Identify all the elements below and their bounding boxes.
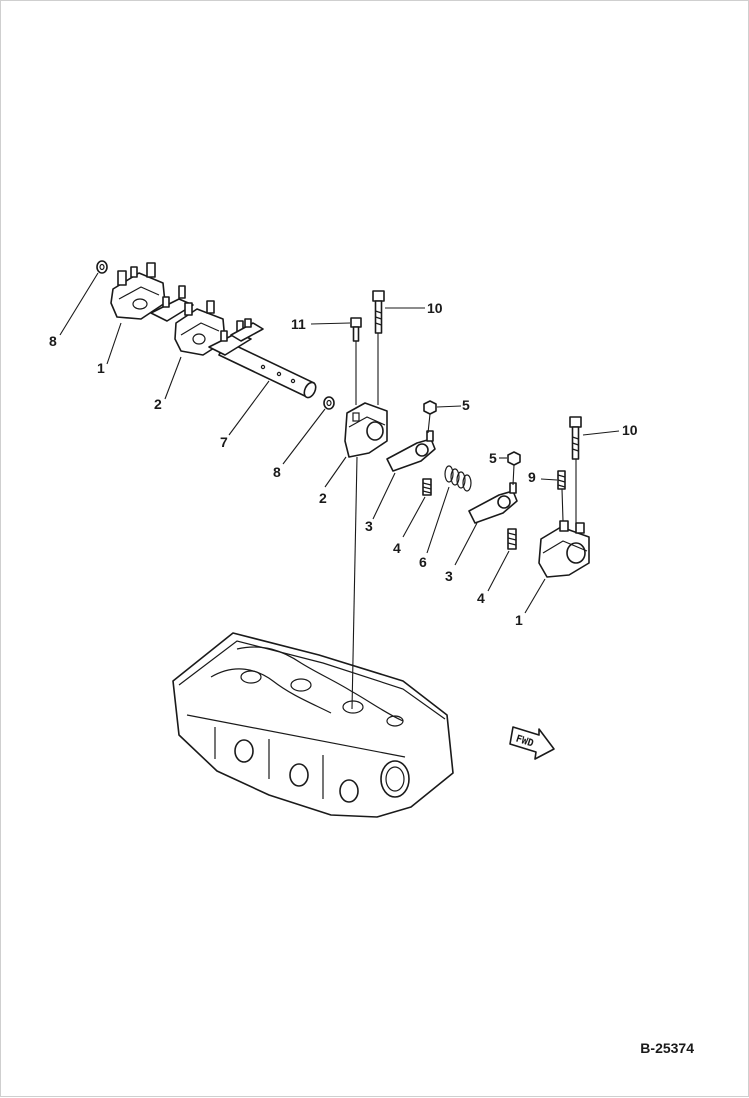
bracket-exploded [344,402,388,458]
adjust-screw-lower [507,528,517,550]
callout-5: 8 [273,464,281,480]
callout-14: 3 [445,568,453,584]
rocker-arm-lower [468,482,518,524]
rocker-arm-pair-1 [150,285,194,322]
center-lines [351,333,577,710]
bolt-long-right [569,416,582,460]
callout-18: 1 [515,612,523,628]
forward-direction-arrow: FWD [509,726,555,760]
callout-4: 7 [220,434,228,450]
rocker-shaft-assembly [110,262,317,399]
callout-10: 3 [365,518,373,534]
end-bracket [110,262,166,320]
bolt-short [350,317,362,342]
cylinder-head [172,632,454,818]
adjust-nut-upper [423,400,437,415]
drawing-number: B-25374 [640,1040,694,1056]
spring [444,465,472,492]
rocker-arm-upper [386,430,436,472]
callout-12: 6 [419,554,427,570]
adjust-nut-lower [507,451,521,466]
adjust-screw-upper [422,478,432,496]
callout-17: 10 [622,422,638,438]
bolt-long-upper [372,290,385,334]
callout-13: 5 [489,450,497,466]
washer-left [96,260,108,274]
washer-right [323,396,335,410]
callout-9: 5 [462,397,470,413]
callout-15: 4 [477,590,485,606]
callout-11: 4 [393,540,401,556]
callout-3: 2 [154,396,162,412]
callout-6: 11 [291,316,306,332]
callout-1: 8 [49,333,57,349]
leader-lines [59,272,620,614]
rocker-arm-pair-2 [208,318,264,356]
callout-7: 10 [427,300,443,316]
callout-8: 2 [319,490,327,506]
end-bracket-exploded [538,520,590,578]
callout-16: 9 [528,469,536,485]
set-screw [557,470,566,490]
callout-2: 1 [97,360,105,376]
fwd-label: FWD [514,734,535,750]
callouts: 8 1 2 7 8 11 10 2 5 3 4 6 5 3 4 9 10 1 [49,300,638,628]
